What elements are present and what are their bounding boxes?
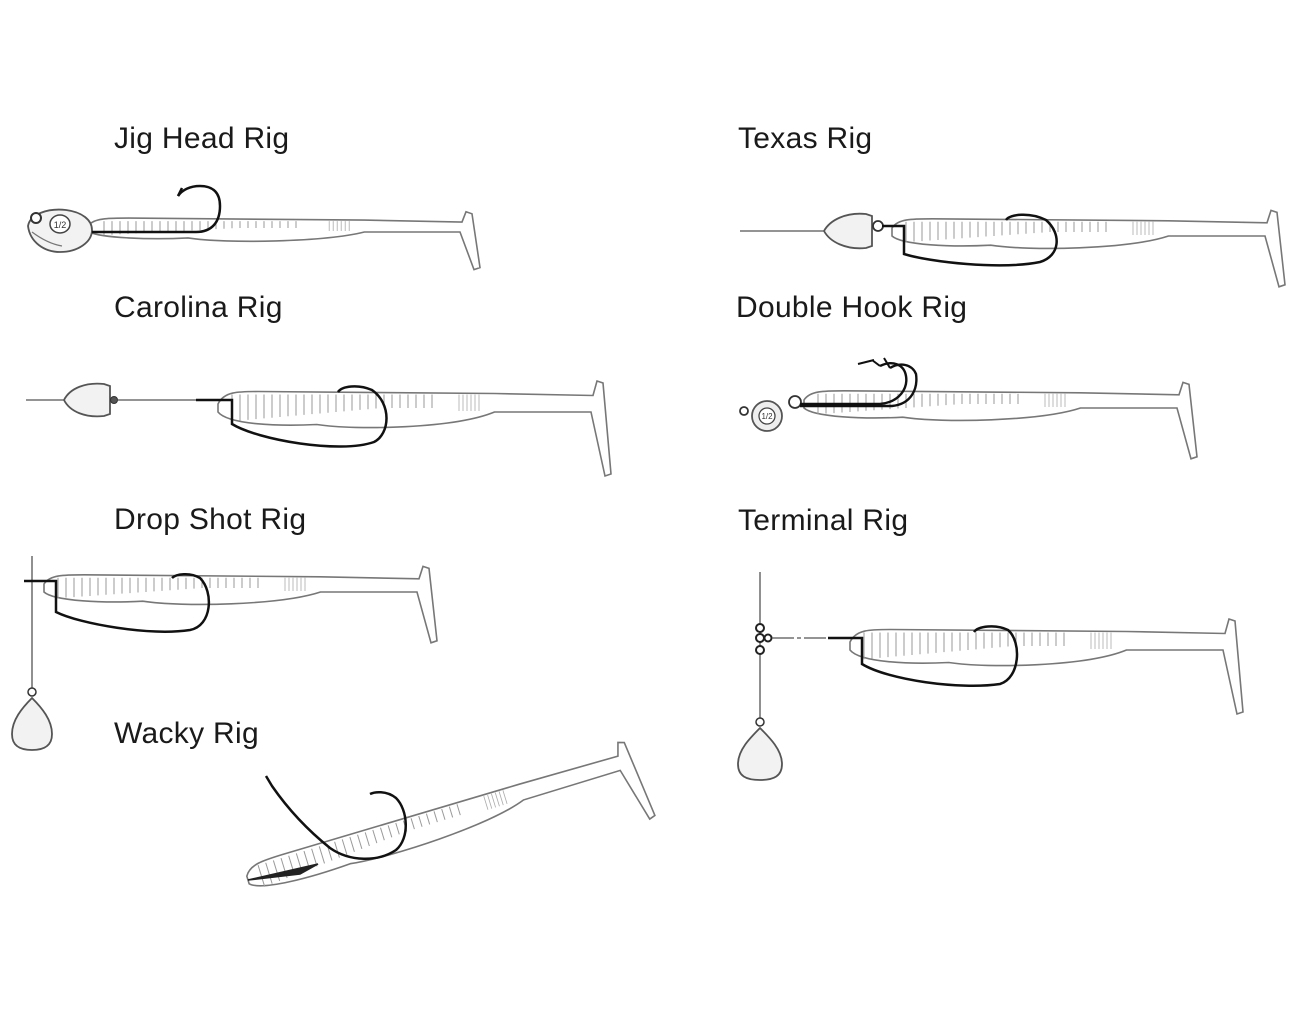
snap — [755, 717, 765, 727]
soft-bait-body — [891, 209, 1286, 288]
hook-1 — [800, 362, 908, 406]
bait-rib — [433, 811, 438, 823]
bait-rib — [265, 862, 273, 884]
soft-bait-body — [43, 565, 438, 644]
bait-rib — [387, 825, 393, 838]
jig-head-weight-text: 1/2 — [761, 412, 773, 421]
bullet-weight — [822, 212, 873, 250]
offset-hook — [828, 625, 1019, 687]
drop-shot-rig-label: Drop Shot Rig — [114, 503, 307, 536]
bait-rib — [272, 860, 281, 882]
soft-bait-body — [849, 617, 1244, 716]
jig-head-weight-text: 1/2 — [54, 220, 67, 230]
drop-shot-weight — [11, 696, 53, 751]
bait-tail-line — [498, 791, 504, 806]
carolina-rig-label: Carolina Rig — [114, 291, 283, 324]
bait-tail-line — [502, 790, 508, 805]
jig-head-ball: 1/2 — [739, 395, 802, 432]
bait-rib — [395, 822, 400, 835]
bait-rib — [364, 832, 370, 847]
bait-rib — [448, 806, 454, 818]
bait-outline — [246, 741, 656, 887]
wacky-rig-label: Wacky Rig — [114, 717, 259, 750]
texas-rig-illustration — [740, 209, 1286, 288]
bait-outline — [803, 381, 1198, 460]
bait-rib — [349, 836, 355, 852]
bait-rib — [372, 829, 378, 844]
double-hook-rig-label: Double Hook Rig — [736, 291, 968, 324]
offset-hook — [882, 213, 1058, 267]
snap — [27, 687, 37, 697]
bait-rib — [410, 818, 415, 830]
bait-tail-line — [483, 795, 489, 810]
bait-rib — [418, 815, 423, 827]
soft-bait-body — [89, 210, 481, 271]
bait-rib — [311, 848, 318, 867]
soft-bait-body — [217, 379, 612, 478]
bait-rib — [380, 827, 385, 841]
hook-2 — [800, 363, 918, 408]
bait-rib — [425, 813, 431, 825]
jig-head: 1/2 — [27, 208, 93, 253]
bait-tail-line — [494, 792, 500, 807]
jig-head-rig-illustration: 1/2 — [27, 184, 481, 271]
bait-outline — [43, 565, 438, 644]
bait-outline — [217, 379, 612, 478]
wacky-rig-illustration — [246, 741, 656, 887]
bead — [872, 220, 884, 232]
bait-outline — [89, 210, 481, 271]
bait-rib — [441, 808, 446, 820]
soft-bait-body — [803, 381, 1198, 460]
bait-rib — [357, 834, 363, 850]
soft-bait-body — [246, 741, 656, 887]
bait-rib — [341, 839, 348, 855]
bait-tail-line — [491, 793, 496, 808]
three-way-swivel — [755, 623, 773, 655]
offset-hook — [196, 385, 388, 448]
texas-rig-label: Texas Rig — [738, 122, 873, 155]
hook-1 — [264, 775, 407, 860]
hook-shank — [92, 184, 222, 234]
bait-outline — [849, 617, 1244, 716]
bait-outline — [891, 209, 1286, 288]
bait-rib — [318, 846, 325, 864]
carolina-rig-illustration — [26, 379, 612, 478]
bait-rib — [334, 841, 340, 858]
double-hook-rig-illustration: 1/2 — [739, 357, 1198, 460]
bait-tail-line — [487, 794, 493, 809]
offset-hook — [24, 573, 211, 633]
arrow-marker — [247, 863, 319, 881]
bait-rib — [456, 804, 461, 816]
drop-shot-weight — [737, 726, 783, 781]
drop-shot-rig-illustration — [11, 556, 438, 751]
bullet-weight — [62, 382, 111, 418]
swivel-bead — [110, 396, 118, 404]
jig-head-rig-label: Jig Head Rig — [114, 122, 290, 155]
bait-rib — [257, 864, 266, 887]
terminal-rig-illustration — [737, 572, 1244, 781]
terminal-rig-label: Terminal Rig — [738, 504, 909, 537]
